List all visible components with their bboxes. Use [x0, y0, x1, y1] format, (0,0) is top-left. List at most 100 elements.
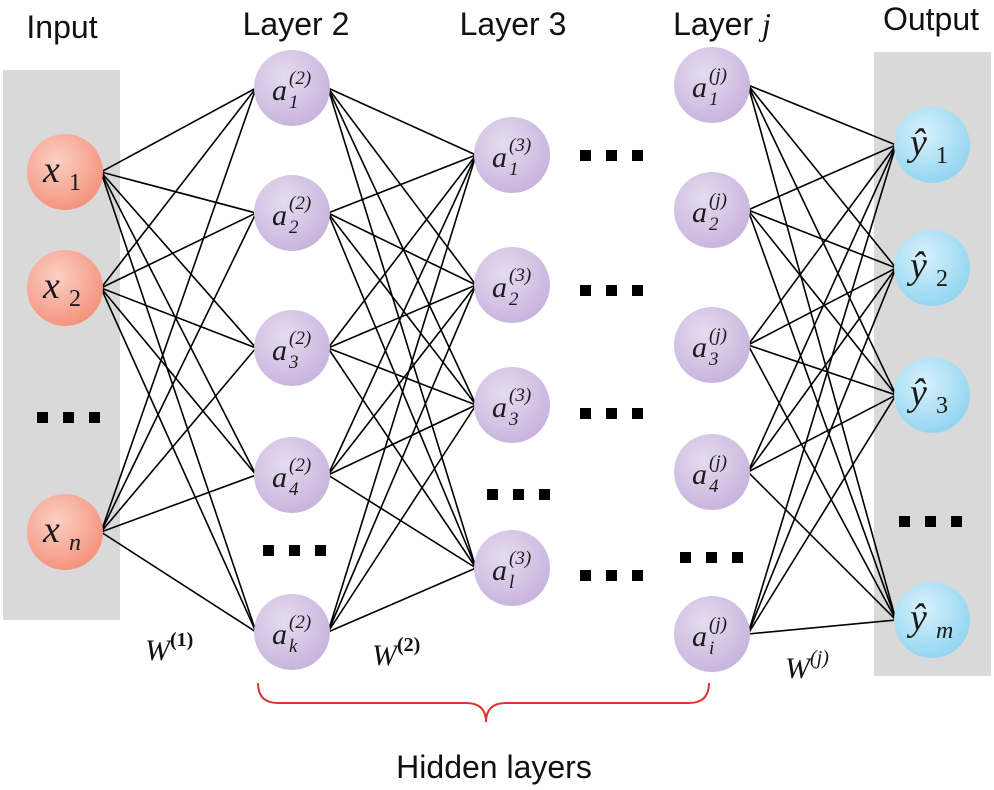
edge-input-3-to-layer2-4	[100, 474, 257, 533]
node-circle-layerj-1	[674, 47, 750, 123]
node-label-subscript: 4	[289, 479, 299, 500]
w2-sup: (2)	[397, 634, 420, 656]
node-label-subscript: 2	[509, 289, 519, 310]
input-ellipsis	[37, 412, 100, 423]
node-label-subscript: 2	[69, 286, 81, 312]
node-label-layer2-2: a(2)2	[272, 193, 311, 238]
layerj-header-var: j	[758, 6, 771, 42]
node-label-subscript: n	[69, 530, 81, 556]
layerj-header-prefix: Layer	[673, 6, 762, 42]
node-label-base: a	[492, 554, 507, 587]
node-label-superscript: (2)	[289, 455, 311, 476]
edge-layerj-4-to-output-4	[747, 471, 897, 621]
node-label-superscript: (2)	[289, 193, 311, 214]
node-circle-layer3-2	[474, 247, 550, 323]
node-label-layer2-3: a(2)3	[272, 328, 311, 373]
edge-input-3-to-layer2-5	[100, 531, 257, 633]
edge-input-2-to-layer2-5	[100, 287, 257, 633]
layer2-header: Layer 2	[243, 6, 350, 42]
layerj-header: Layer j	[673, 6, 771, 42]
node-circle-output-2	[894, 230, 970, 306]
node-circle-layer3-4	[474, 530, 550, 606]
node-label-base: a	[272, 334, 287, 367]
edge-layerj-5-to-output-4	[747, 619, 897, 635]
w1-sup: (1)	[170, 629, 193, 651]
edge-layerj-5-to-output-2	[747, 267, 897, 635]
output-ellipsis	[899, 516, 962, 527]
edge-input-1-to-layer2-4	[100, 171, 257, 476]
node-label-layer2-5: a(2)k	[272, 612, 311, 657]
node-label-subscript: k	[289, 636, 298, 657]
edge-layer2-5-to-layer3-1	[327, 154, 477, 633]
node-label-layerj-1: a(j)1	[692, 65, 727, 110]
edge-input-2-to-layer2-3	[100, 287, 257, 349]
node-label-base: a	[492, 391, 507, 424]
node-circle-layerj-4	[674, 434, 750, 510]
gap-ellipsis-row2	[580, 285, 643, 296]
node-layerj-5: a(j)i	[674, 596, 750, 672]
node-label-subscript: 1	[709, 89, 719, 110]
node-label-superscript: (3)	[509, 385, 531, 406]
node-label-base: a	[692, 620, 707, 653]
node-label-base: a	[492, 271, 507, 304]
node-label-superscript: (2)	[289, 68, 311, 89]
node-label-base: a	[692, 458, 707, 491]
node-label-superscript: (2)	[289, 612, 311, 633]
weight-label-w2: W(2)	[372, 634, 420, 672]
edge-layerj-5-to-output-1	[747, 144, 897, 635]
node-label-layer2-1: a(2)1	[272, 68, 311, 113]
node-label-superscript: (j)	[709, 614, 727, 635]
node-label-layerj-3: a(j)3	[692, 325, 727, 370]
node-circle-input-1	[27, 134, 103, 210]
node-label-base: ŷ	[906, 372, 927, 414]
edge-layer2-1-to-layer3-3	[327, 87, 477, 406]
edge-input-1-to-layer2-1	[100, 87, 257, 173]
node-label-superscript: (2)	[289, 328, 311, 349]
node-label-subscript: 1	[509, 159, 519, 180]
edge-layer2-2-to-layer3-1	[327, 154, 477, 214]
edge-layerj-1-to-output-1	[747, 84, 897, 146]
node-label-base: a	[272, 74, 287, 107]
node-circle-layer2-3	[254, 310, 330, 386]
node-layer2-5: a(2)k	[254, 594, 330, 670]
node-label-base: a	[692, 331, 707, 364]
node-label-superscript: (3)	[509, 548, 531, 569]
edge-layerj-2-to-output-4	[747, 209, 897, 621]
node-label-layer3-2: a(3)2	[492, 265, 531, 310]
layer3-ellipsis	[487, 489, 550, 500]
node-label-subscript: 3	[936, 393, 948, 419]
node-label-base: ŷ	[906, 245, 927, 287]
node-layer2-1: a(2)1	[254, 50, 330, 126]
edge-layer2-2-to-layer3-3	[327, 212, 477, 406]
node-label-base: a	[692, 71, 707, 104]
wj-base: W	[785, 652, 813, 685]
node-circle-layer3-3	[474, 367, 550, 443]
node-label-base: a	[272, 461, 287, 494]
layer2-ellipsis	[263, 545, 326, 556]
node-label-layerj-2: a(j)2	[692, 190, 727, 235]
w2-base: W	[372, 639, 400, 672]
node-label-base: a	[492, 141, 507, 174]
edge-input-3-to-layer2-3	[100, 347, 257, 533]
node-circle-output-4	[894, 582, 970, 658]
edge-input-1-to-layer2-3	[100, 171, 257, 349]
node-circle-layerj-2	[674, 172, 750, 248]
node-label-base: ŷ	[906, 122, 927, 164]
output-header: Output	[883, 1, 979, 37]
node-label-superscript: (j)	[709, 325, 727, 346]
node-label-base: x	[42, 265, 60, 307]
wj-sup: (j)	[810, 647, 829, 669]
weight-label-w1: W(1)	[145, 629, 193, 667]
node-label-layer3-3: a(3)3	[492, 385, 531, 430]
weight-label-wj: W(j)	[785, 647, 829, 685]
edge-layer2-4-to-layer3-2	[327, 284, 477, 476]
edge-input-1-to-layer2-5	[100, 171, 257, 633]
edge-layerj-4-to-output-2	[747, 267, 897, 473]
